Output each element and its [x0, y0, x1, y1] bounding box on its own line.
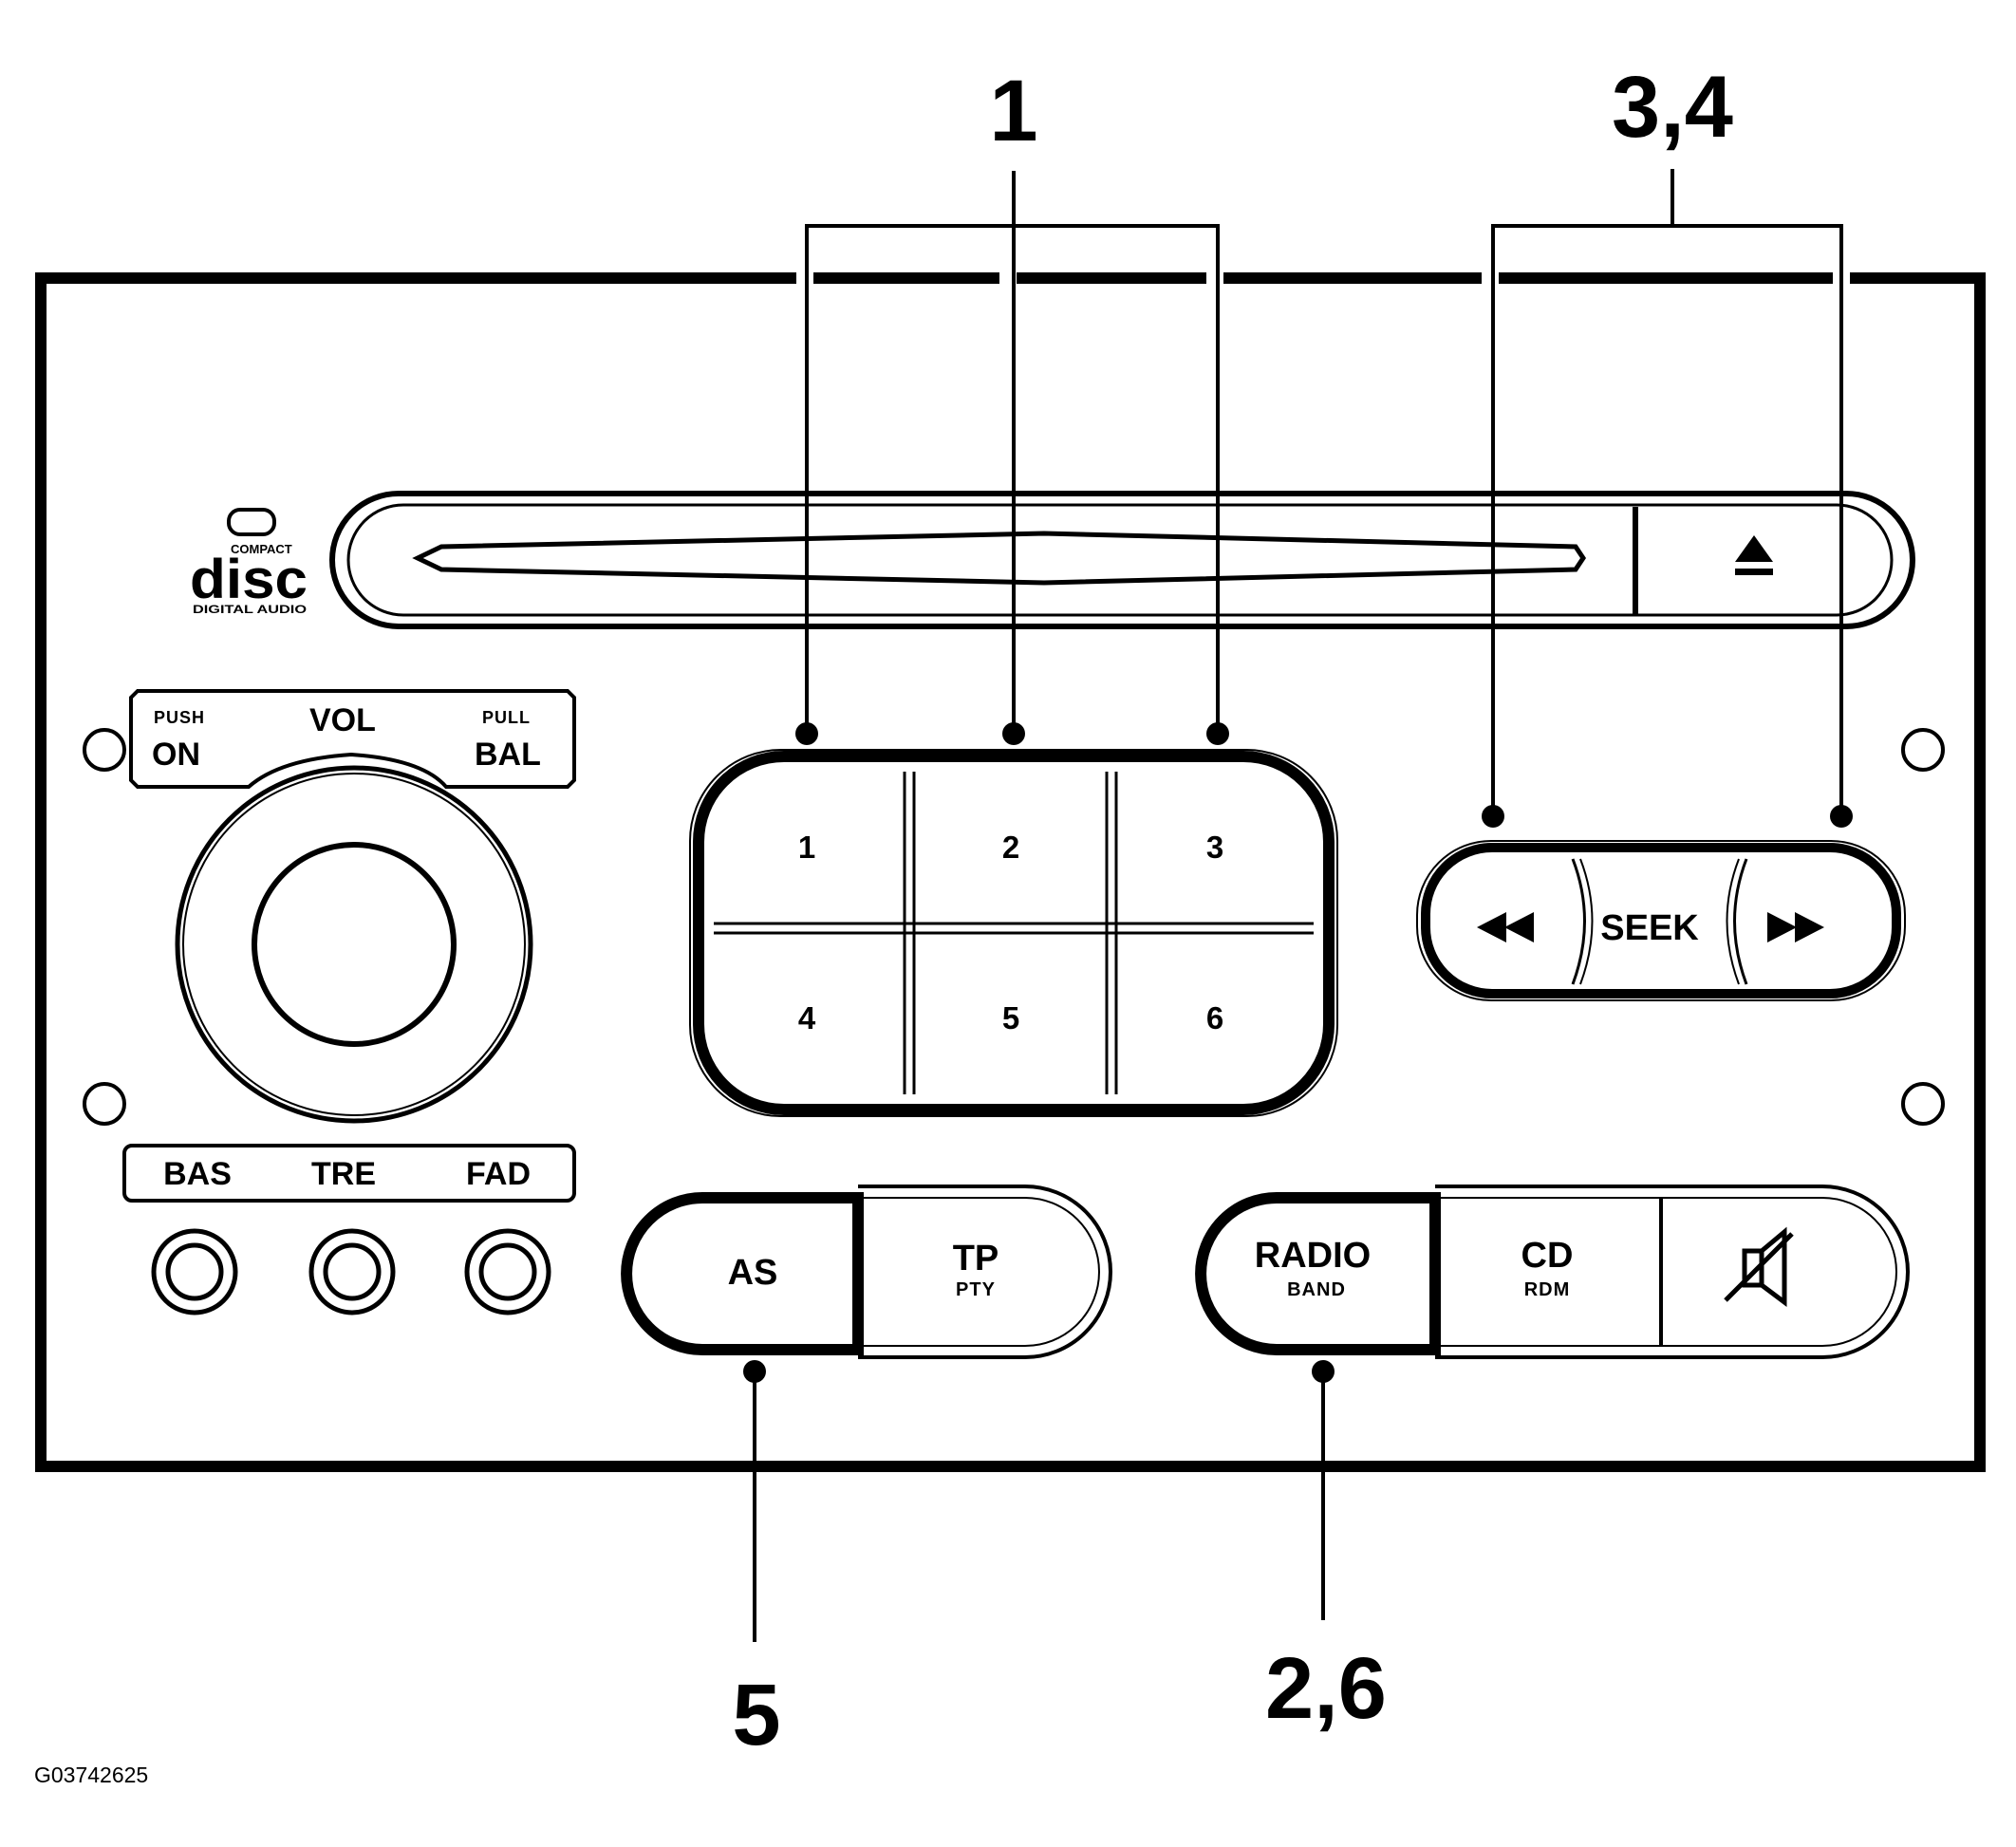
preset-button-3[interactable]: 3 — [1117, 772, 1314, 923]
pull-label: PULL — [482, 708, 531, 727]
callout-1: 1 — [989, 63, 1037, 159]
as-label: AS — [728, 1253, 778, 1293]
bas-knob[interactable] — [151, 1228, 238, 1315]
as-tp-group — [621, 1185, 1112, 1359]
callout-3-4: 3,4 — [1612, 59, 1733, 156]
compact-disc-logo: COMPACT disc DIGITAL AUDIO — [190, 508, 308, 616]
callout-dots — [743, 722, 1853, 1383]
preset-label-2: 2 — [1002, 830, 1019, 865]
callout-2-6: 2,6 — [1265, 1640, 1387, 1737]
cd-logo-main-text: disc — [190, 549, 308, 610]
rdm-label: RDM — [1524, 1279, 1571, 1300]
radio-band-button[interactable]: RADIO BAND — [1210, 1198, 1435, 1350]
preset-button-4[interactable]: 4 — [714, 934, 904, 1094]
preset-keypad — [689, 749, 1338, 1117]
preset-button-2[interactable]: 2 — [915, 772, 1106, 923]
push-label: PUSH — [154, 708, 205, 727]
preset-label-3: 3 — [1206, 830, 1223, 865]
preset-label-5: 5 — [1002, 1000, 1019, 1035]
tone-controls: BAS TRE FAD — [122, 1144, 576, 1203]
figure-id: G03742625 — [34, 1763, 148, 1787]
cd-logo-bottom-text: DIGITAL AUDIO — [193, 603, 307, 616]
tre-knob[interactable] — [308, 1228, 396, 1315]
tp-pty-button[interactable]: TP PTY — [864, 1198, 1092, 1350]
bas-label: BAS — [163, 1156, 232, 1192]
preset-label-1: 1 — [798, 830, 815, 865]
tp-label: TP — [953, 1239, 999, 1278]
cd-logo-top-text: COMPACT — [231, 542, 292, 556]
callout-lines — [753, 169, 1843, 1642]
mute-icon — [1724, 1226, 1794, 1307]
cd-rdm-button[interactable]: CD RDM — [1441, 1198, 1659, 1350]
preset-label-6: 6 — [1206, 1000, 1223, 1035]
cd-slot[interactable] — [329, 491, 1915, 629]
eject-icon — [1735, 535, 1773, 575]
on-label: ON — [152, 737, 200, 773]
pty-label: PTY — [956, 1279, 996, 1300]
preset-button-1[interactable]: 1 — [714, 772, 904, 923]
preset-button-6[interactable]: 6 — [1117, 934, 1314, 1094]
volume-knob[interactable]: PUSH ON VOL PULL BAL — [129, 689, 576, 1124]
faceplate-frame — [35, 272, 1986, 1472]
band-label: BAND — [1287, 1279, 1346, 1300]
seek-forward-button[interactable] — [1746, 854, 1889, 987]
preset-label-4: 4 — [798, 1000, 816, 1035]
vol-label: VOL — [309, 702, 376, 738]
radio-label: RADIO — [1255, 1236, 1371, 1276]
as-button[interactable]: AS — [636, 1198, 858, 1350]
cd-label: CD — [1521, 1236, 1574, 1276]
fad-knob[interactable] — [464, 1228, 551, 1315]
preset-button-5[interactable]: 5 — [915, 934, 1106, 1094]
fast-forward-icon — [1767, 912, 1824, 942]
seek-label: SEEK — [1600, 908, 1699, 948]
callout-5: 5 — [732, 1667, 780, 1763]
tre-label: TRE — [311, 1156, 376, 1192]
source-group — [1195, 1185, 1910, 1359]
seek-rocker: SEEK — [1416, 840, 1906, 1001]
bal-label: BAL — [475, 737, 541, 773]
fad-label: FAD — [466, 1156, 531, 1192]
seek-back-button[interactable] — [1433, 854, 1576, 987]
mounting-holes — [83, 728, 1945, 1126]
rewind-icon — [1477, 912, 1534, 942]
mute-button[interactable] — [1663, 1198, 1881, 1350]
eject-button[interactable] — [1636, 507, 1836, 614]
